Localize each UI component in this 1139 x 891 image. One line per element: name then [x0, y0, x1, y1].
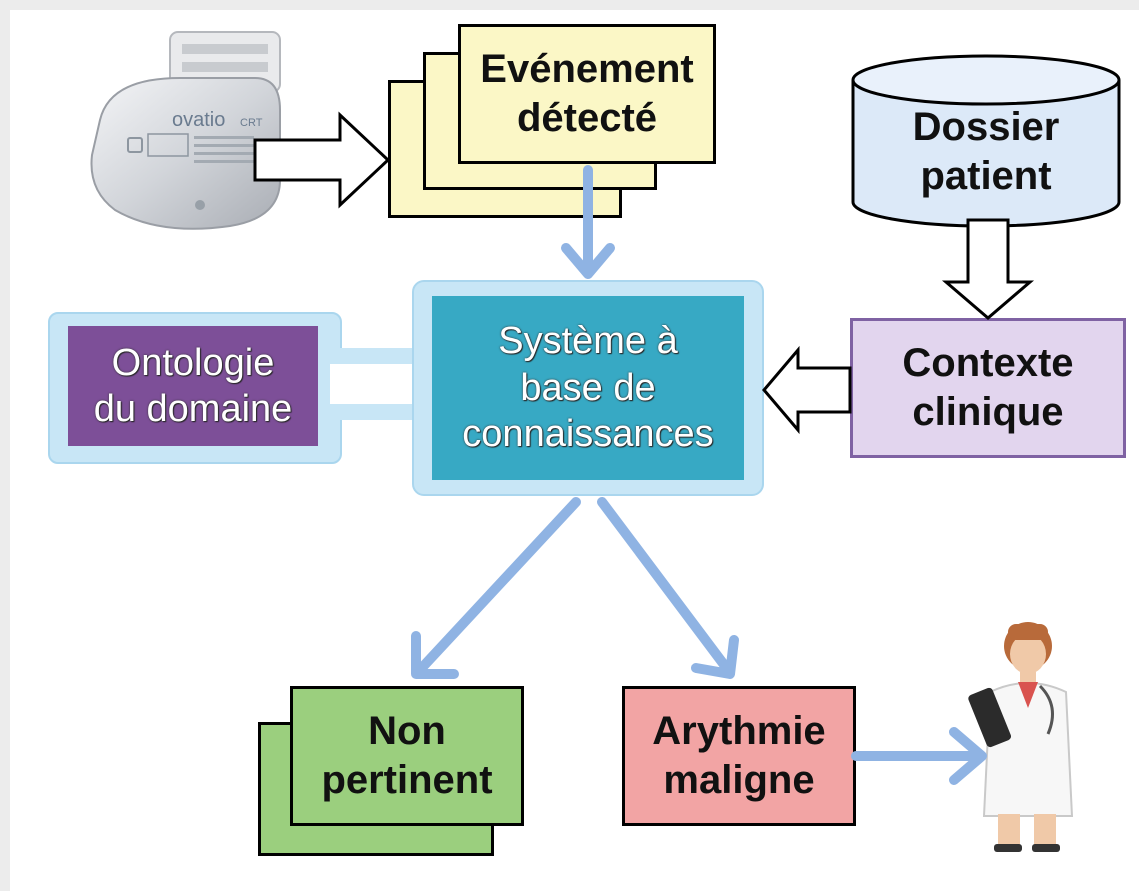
ontology-connector — [318, 348, 428, 420]
knowledge-system-label: Système à base de connaissances — [462, 320, 714, 456]
non-pertinent-box: Non pertinent — [290, 686, 524, 826]
non-pertinent-label: Non pertinent — [321, 709, 493, 802]
arrows-layer — [253, 111, 1035, 785]
event-detected-label: Evénement détecté — [480, 47, 694, 140]
system-to-non-pertinent-arrow — [411, 497, 581, 679]
pacemaker-icon: ovatio CRT — [90, 31, 281, 230]
knowledge-system-box: Système à base de connaissances — [432, 296, 744, 480]
malignant-arrhythmia-label: Arythmie maligne — [652, 709, 826, 802]
clinical-context-label: Contexte clinique — [902, 341, 1074, 434]
context-to-system-arrow — [762, 345, 852, 435]
event-detected-box: Evénement détecté — [458, 24, 716, 164]
arythmie-to-doctor-arrow — [851, 727, 987, 785]
malignant-arrhythmia-box: Arythmie maligne — [622, 686, 856, 826]
device-model-label: CRT — [240, 117, 263, 129]
record-to-context-arrow — [941, 218, 1035, 320]
system-to-arythmie-arrow — [597, 497, 739, 679]
doctor-icon — [968, 622, 1074, 852]
clinical-context-box: Contexte clinique — [850, 318, 1126, 458]
patient-record-database — [851, 54, 1121, 228]
device-brand-label: ovatio — [172, 109, 225, 131]
patient-record-label: Dossier patient — [912, 105, 1060, 198]
device-to-event-arrow — [253, 111, 391, 209]
ontology-label: Ontologie du domaine — [93, 341, 293, 430]
diagram-canvas: ovatio CRT Evénement détecté Dossier pat… — [10, 10, 1139, 891]
event-to-system-arrow — [561, 165, 615, 279]
patient-record-text: Dossier patient — [850, 92, 1122, 212]
ontology-box: Ontologie du domaine — [68, 326, 318, 446]
